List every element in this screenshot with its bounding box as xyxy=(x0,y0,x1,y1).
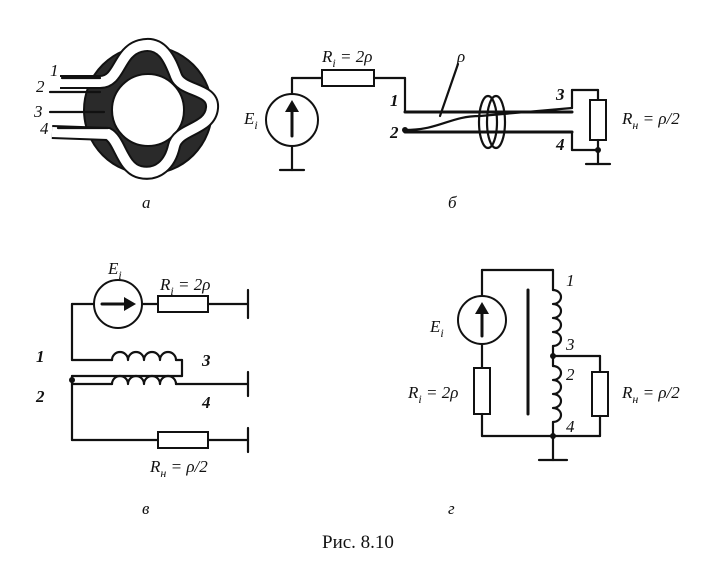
resistor-ri-b xyxy=(321,69,375,87)
load-sub-g: н xyxy=(632,392,638,406)
panel-g-label: г xyxy=(448,499,455,518)
resistor-label-g: R xyxy=(407,383,419,402)
load-label-g: R xyxy=(621,383,633,402)
terminal-4-b: 4 xyxy=(555,135,565,154)
cable-rho-label: ρ xyxy=(456,47,465,66)
terminal-4-v: 4 xyxy=(201,393,211,412)
load-rn-v xyxy=(157,431,209,449)
load-value-g: = ρ/2 xyxy=(638,383,680,402)
winding-1-3-g xyxy=(551,288,563,348)
load-label-b: R xyxy=(621,109,633,128)
load-rn-g xyxy=(591,371,609,417)
resistor-value-g: = 2ρ xyxy=(422,383,459,402)
toroid-core xyxy=(84,46,212,174)
resistor-ri-g xyxy=(473,367,491,415)
source-sub-v: i xyxy=(118,268,121,282)
arrow-up-icon xyxy=(475,302,489,314)
source-sub-g: i xyxy=(440,326,443,340)
panel-b-label: б xyxy=(448,193,457,212)
arrow-up-icon xyxy=(285,100,299,112)
source-sub-b: i xyxy=(254,118,257,132)
wire-number-2: 2 xyxy=(36,77,45,96)
svg-text:Rн = ρ/2: Rн = ρ/2 xyxy=(621,383,680,406)
arrow-right-icon xyxy=(124,297,136,311)
wire-number-1: 1 xyxy=(50,61,59,80)
winding-2-4 xyxy=(110,374,178,386)
source-label-g: E xyxy=(429,317,441,336)
terminal-3-g: 3 xyxy=(565,335,575,354)
svg-text:Ri = 2ρ: Ri = 2ρ xyxy=(159,275,210,298)
panel-v-circuit: Ei Ri = 2ρ Rн = ρ/2 1 2 3 4 в xyxy=(35,259,250,518)
terminal-3-b: 3 xyxy=(555,85,565,104)
terminal-1-v: 1 xyxy=(36,347,45,366)
panel-a-label: а xyxy=(142,193,151,212)
wire-number-3: 3 xyxy=(33,102,43,121)
terminal-2-g: 2 xyxy=(566,365,575,384)
terminal-1-g: 1 xyxy=(566,271,575,290)
winding-1-3 xyxy=(110,350,178,362)
resistor-label-b: R xyxy=(321,47,333,66)
resistor-sub-g: i xyxy=(418,392,421,406)
wire-number-4: 4 xyxy=(40,119,49,138)
svg-text:Ei: Ei xyxy=(107,259,122,282)
resistor-sub-v: i xyxy=(170,284,173,298)
svg-text:Rн = ρ/2: Rн = ρ/2 xyxy=(149,457,208,480)
resistor-value-b: = 2ρ xyxy=(336,47,373,66)
resistor-label-v: R xyxy=(159,275,171,294)
figure-caption: Рис. 8.10 xyxy=(322,532,394,553)
resistor-ri-v xyxy=(157,295,209,313)
terminal-1-b: 1 xyxy=(390,91,399,110)
svg-text:Ei: Ei xyxy=(243,109,258,132)
resistor-value-v: = 2ρ xyxy=(174,275,211,294)
panel-v-label: в xyxy=(142,499,150,518)
svg-text:Ei: Ei xyxy=(429,317,444,340)
winding-2-4-g xyxy=(551,364,563,424)
load-sub-b: н xyxy=(632,118,638,132)
load-rn-b xyxy=(589,99,607,141)
source-label-b: E xyxy=(243,109,255,128)
source-label-v: E xyxy=(107,259,119,278)
svg-text:Ri = 2ρ: Ri = 2ρ xyxy=(407,383,458,406)
load-value-v: = ρ/2 xyxy=(166,457,208,476)
terminal-2-v: 2 xyxy=(35,387,45,406)
load-value-b: = ρ/2 xyxy=(638,109,680,128)
winding-band xyxy=(51,39,217,178)
panel-g-circuit: Ei Ri = 2ρ Rн = ρ/2 1 3 2 4 г xyxy=(407,268,680,518)
svg-text:Ri = 2ρ: Ri = 2ρ xyxy=(321,47,372,70)
terminal-4-g: 4 xyxy=(566,417,575,436)
ferrite-ring xyxy=(477,94,499,150)
resistor-sub-b: i xyxy=(332,56,335,70)
load-label-v: R xyxy=(149,457,161,476)
panel-b-circuit: ρ Ei Ri = 2ρ Rн = ρ/2 1 2 3 4 б xyxy=(243,47,680,212)
load-sub-v: н xyxy=(160,466,166,480)
panel-a-toroid: 1 2 3 4 а xyxy=(33,37,219,212)
terminal-2-b: 2 xyxy=(389,123,399,142)
terminal-3-v: 3 xyxy=(201,351,211,370)
svg-text:Rн = ρ/2: Rн = ρ/2 xyxy=(621,109,680,132)
